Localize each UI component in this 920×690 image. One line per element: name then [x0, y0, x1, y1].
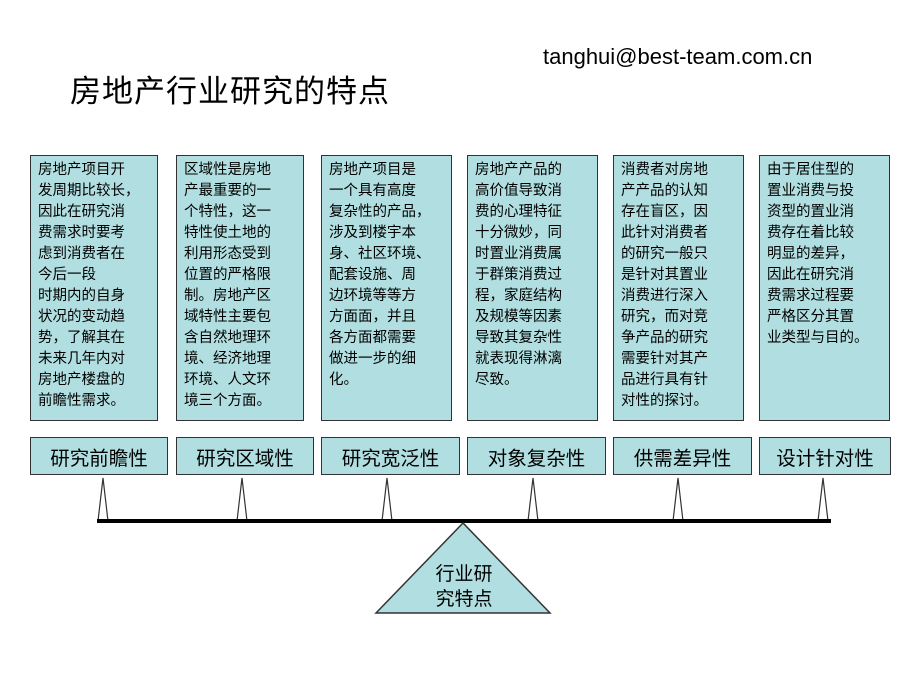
label-foresight: 研究前瞻性	[30, 437, 168, 475]
balance-beam	[97, 519, 831, 523]
description-box-targeting: 由于居住型的 置业消费与投 资型的置业消 费存在着比较 明显的差异， 因此在研究…	[759, 155, 890, 421]
pointer-supply-demand	[672, 477, 684, 522]
email-address: tanghui@best-team.com.cn	[543, 44, 813, 69]
description-box-regional: 区域性是房地 产最重要的一 个特性，这一 特性使土地的 利用形态受到 位置的严格…	[176, 155, 304, 421]
fulcrum-triangle	[374, 521, 552, 614]
pointer-regional	[236, 477, 248, 522]
pointer-targeting	[817, 477, 829, 522]
label-regional: 研究区域性	[176, 437, 314, 475]
pointer-foresight	[97, 477, 109, 522]
page-title: 房地产行业研究的特点	[70, 74, 390, 110]
description-box-breadth: 房地产项目是 一个具有高度 复杂性的产品， 涉及到楼宇本 身、社区环境、 配套设…	[321, 155, 452, 421]
description-box-supply-demand: 消费者对房地 产产品的认知 存在盲区，因 此针对消费者 的研究一般只 是针对其置…	[613, 155, 744, 421]
label-breadth: 研究宽泛性	[321, 437, 460, 475]
description-box-foresight: 房地产项目开 发周期比较长， 因此在研究消 费需求时要考 虑到消费者在 今后一段…	[30, 155, 158, 421]
fulcrum-label: 行业研 究特点	[435, 563, 493, 610]
pointer-breadth	[381, 477, 393, 522]
label-supply-demand: 供需差异性	[613, 437, 752, 475]
pointer-complexity	[527, 477, 539, 522]
label-targeting: 设计针对性	[759, 437, 891, 475]
description-box-complexity: 房地产产品的 高价值导致消 费的心理特征 十分微妙，同 时置业消费属 于群策消费…	[467, 155, 598, 421]
label-complexity: 对象复杂性	[467, 437, 606, 475]
